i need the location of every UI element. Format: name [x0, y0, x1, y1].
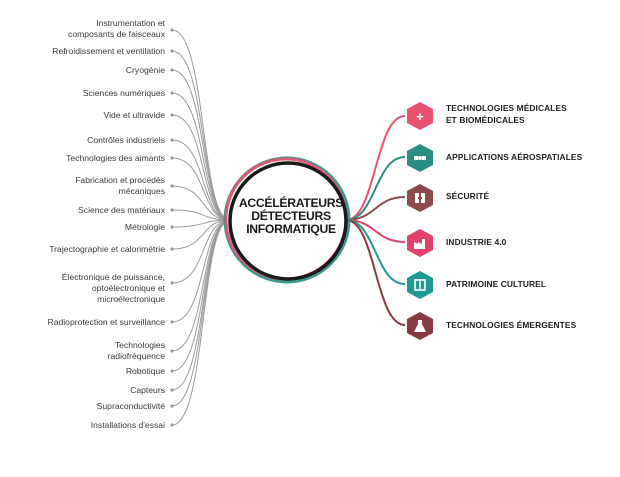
satellite-icon — [407, 144, 433, 172]
left-branch-dot — [170, 138, 174, 142]
left-branch-line — [171, 219, 231, 284]
technology-label-capteurs: Capteurs — [130, 385, 165, 395]
left-branch-line — [171, 219, 231, 426]
technology-label-electronique: Électronique de puissance, optoélectroni… — [61, 272, 165, 304]
technology-label-fabrication: Fabrication et procédés mécaniques — [75, 175, 165, 196]
technology-label-radiofrequence: Technologies radiofréquence — [107, 340, 165, 361]
application-label-industrie: INDUSTRIE 4.0 — [446, 237, 507, 247]
technology-label-metrologie: Métrologie — [124, 222, 165, 232]
left-branch-line — [171, 92, 231, 221]
left-branch-dot — [170, 68, 174, 72]
application-label-emergentes: TECHNOLOGIES ÉMERGENTES — [446, 320, 577, 330]
left-branch-dot — [170, 349, 174, 353]
left-branch-line — [171, 219, 231, 352]
hub-title-line-3: INFORMATIQUE — [246, 222, 336, 236]
left-branch-dot — [170, 320, 174, 324]
security-icon — [407, 184, 433, 212]
left-branch-dot — [170, 208, 174, 212]
technology-label-radioprotection: Radioprotection et surveillance — [47, 317, 165, 327]
left-branch-dot — [170, 369, 174, 373]
left-branch-line — [171, 139, 231, 221]
technology-label-instrumentation: Instrumentation et composants de faiscea… — [68, 18, 165, 39]
right-branch-line — [345, 196, 406, 221]
technology-label-controles: Contrôles industriels — [87, 135, 165, 145]
technology-label-vide: Vide et ultravide — [103, 110, 165, 120]
left-branch-dot — [170, 113, 174, 117]
left-branch-line — [171, 185, 231, 221]
left-branch-line — [171, 209, 231, 221]
left-branches — [170, 28, 231, 427]
left-branch-dot — [170, 388, 174, 392]
technology-label-installations: Installations d'essai — [90, 420, 165, 430]
left-branch-dot — [170, 184, 174, 188]
right-branch-line — [345, 115, 406, 221]
technology-label-trajectographie: Trajectographie et calorimétrie — [49, 244, 165, 254]
left-branch-dot — [170, 404, 174, 408]
technology-label-sciences-numeriques: Sciences numériques — [82, 88, 165, 98]
left-branch-dot — [170, 225, 174, 229]
left-branch-dot — [170, 49, 174, 53]
technology-label-materiaux: Science des matériaux — [78, 205, 165, 215]
right-branch-line — [345, 219, 406, 326]
left-branch-line — [171, 157, 231, 221]
left-branch-dot — [170, 281, 174, 285]
left-branch-dot — [170, 91, 174, 95]
application-label-patrimoine: PATRIMOINE CULTUREL — [446, 279, 547, 289]
medical-cross-icon: + — [407, 102, 433, 130]
technology-label-cryogenie: Cryogénie — [125, 65, 165, 75]
left-branch-line — [171, 114, 231, 221]
hub-ring — [223, 156, 351, 284]
hub-title-line-2: DÉTECTEURS — [251, 209, 331, 223]
right-branch-line — [345, 219, 406, 243]
technology-label-refroidissement: Refroidissement et ventilation — [52, 46, 165, 56]
hub-title: ACCÉLÉRATEURS DÉTECTEURS INFORMATIQUE — [236, 197, 346, 236]
application-label-medical: TECHNOLOGIES MÉDICALES ET BIOMÉDICALES — [446, 103, 567, 125]
left-branch-line — [171, 219, 231, 250]
right-branch-line — [345, 156, 406, 221]
technology-label-supraconductivite: Supraconductivité — [96, 401, 165, 411]
right-branches — [345, 115, 406, 326]
left-branch-dot — [170, 156, 174, 160]
application-label-securite: SÉCURITÉ — [446, 191, 490, 201]
technology-label-aimants: Technologies des aimants — [66, 153, 165, 163]
left-branch-dot — [170, 28, 174, 32]
hub-title-line-1: ACCÉLÉRATEURS — [238, 196, 344, 210]
left-branch-dot — [170, 247, 174, 251]
application-label-aerospatial: APPLICATIONS AÉROSPATIALES — [446, 152, 583, 162]
left-branch-line — [171, 69, 231, 221]
technology-label-robotique: Robotique — [125, 366, 165, 376]
factory-icon — [407, 229, 433, 257]
left-branch-dot — [170, 423, 174, 427]
